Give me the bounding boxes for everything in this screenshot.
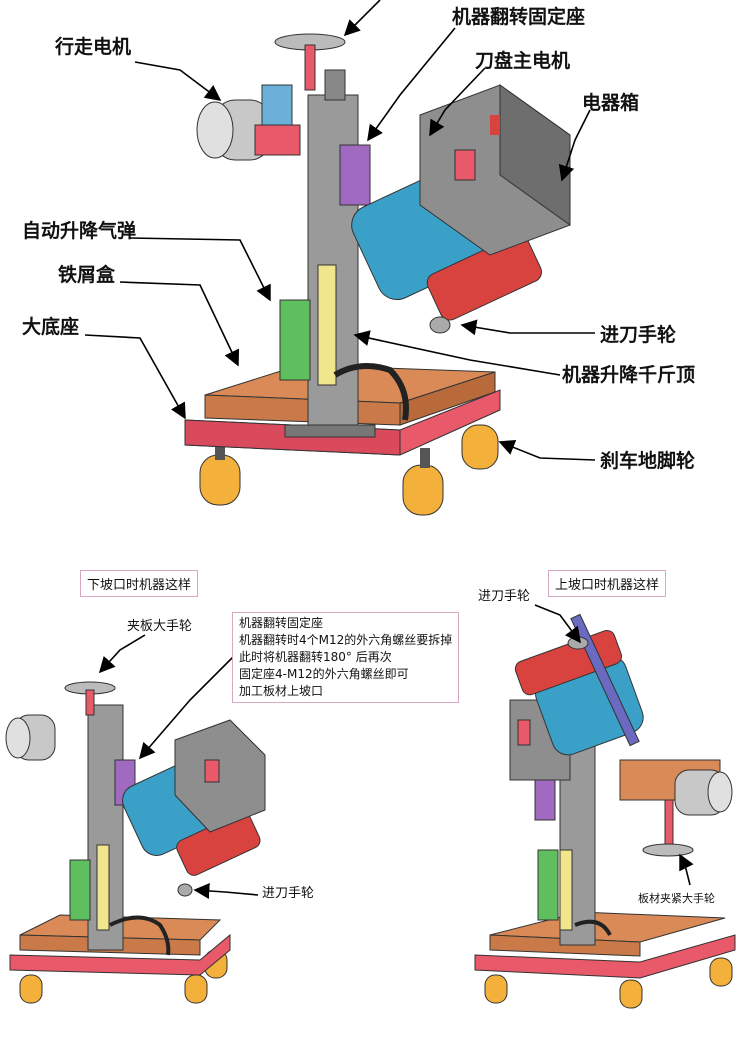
leader-lines	[84, 0, 694, 899]
label-brake-wheel: 刹车地脚轮	[600, 450, 696, 472]
label-clamp-wheel-right: 板材夹紧大手轮	[638, 892, 715, 905]
label-flip-seat: 机器翻转固定座	[452, 6, 586, 28]
top-jack	[317, 264, 337, 386]
label-jack: 机器升降千斤顶	[562, 364, 696, 386]
label-feed-wheel: 进刀手轮	[600, 324, 677, 346]
label-chip-box: 铁屑盒	[58, 264, 116, 286]
top-wheels	[199, 424, 499, 516]
lower-right-title: 上坡口时机器这样	[548, 570, 667, 597]
label-clamp-wheel-left: 夹板大手轮	[127, 619, 193, 634]
label-base: 大底座	[22, 316, 80, 338]
label-walk-motor: 行走电机	[55, 36, 132, 58]
top-machine	[184, 33, 571, 516]
note-line: 固定座4-M12的外六角螺丝即可	[239, 667, 409, 681]
label-feed-wheel-right: 进刀手轮	[478, 589, 531, 604]
note-line: 机器翻转固定座	[239, 616, 324, 630]
label-electric-box: 电器箱	[582, 92, 640, 114]
note-line: 机器翻转时4个M12的外六角螺丝要拆掉	[239, 633, 453, 647]
note-line: 此时将机器翻转180° 后再次	[239, 650, 392, 664]
lr-wheels	[484, 957, 733, 1009]
lower-right-machine	[474, 613, 736, 1009]
flip-instruction-note: 机器翻转固定座 机器翻转时4个M12的外六角螺丝要拆掉 此时将机器翻转180° …	[232, 612, 460, 703]
lower-left-machine	[5, 681, 266, 1004]
label-feed-wheel-left: 进刀手轮	[262, 886, 315, 901]
label-gas-spring: 自动升降气弹	[22, 220, 137, 242]
note-line: 加工板材上坡口	[239, 684, 324, 698]
label-cutter-motor: 刀盘主电机	[475, 50, 571, 72]
top-walk-motor	[196, 84, 301, 161]
lower-left-title: 下坡口时机器这样	[80, 570, 199, 597]
